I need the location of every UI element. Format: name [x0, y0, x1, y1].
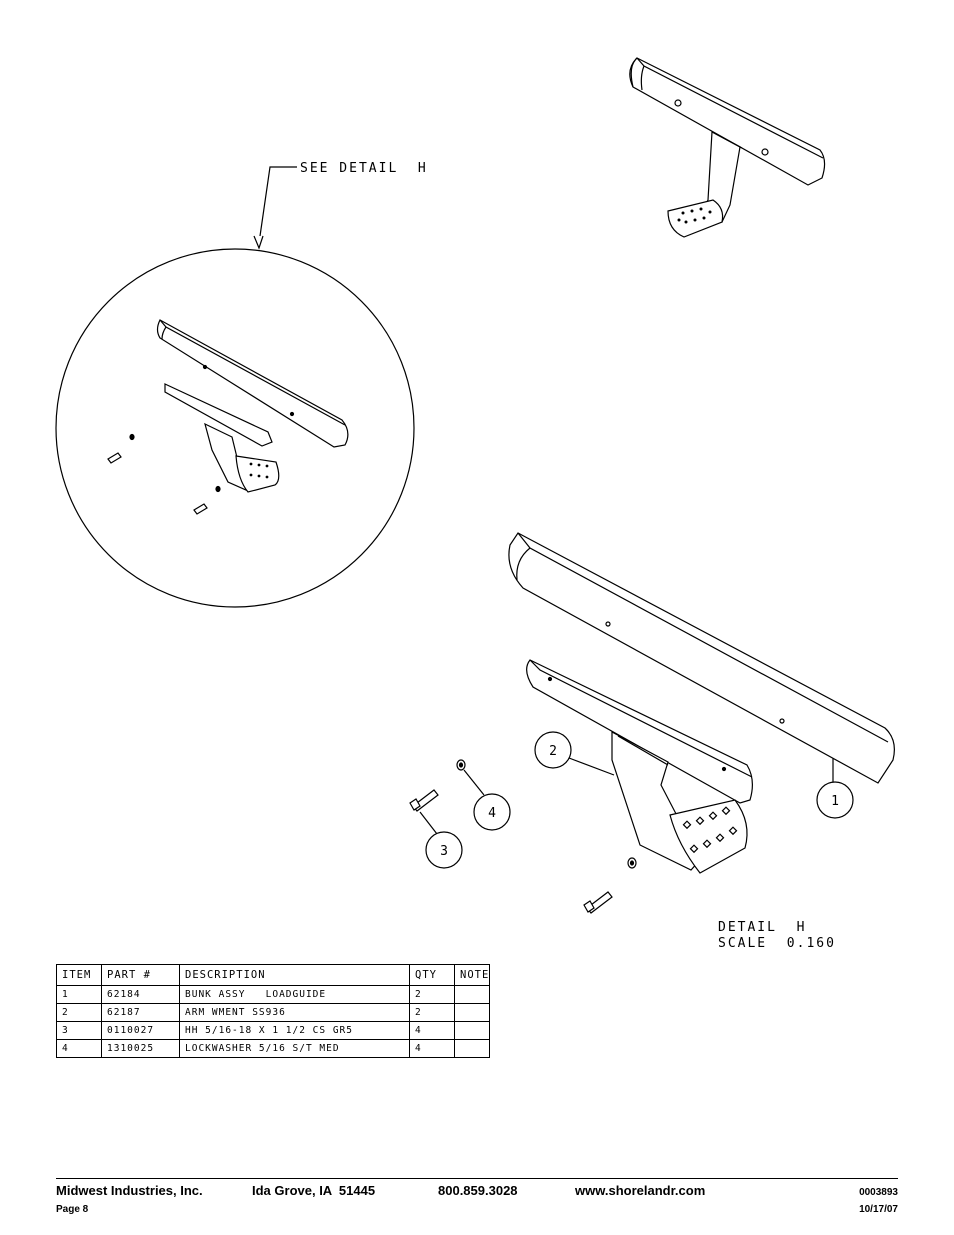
footer-doc-number: 0003893: [859, 1187, 898, 1198]
bom-header-part: PART #: [101, 964, 180, 986]
bom-qty: 4: [409, 1039, 455, 1058]
bom-description: LOCKWASHER 5/16 S/T MED: [179, 1039, 410, 1058]
balloon-1: 1: [816, 758, 854, 819]
bom-row: 4 1310025 LOCKWASHER 5/16 S/T MED 4: [56, 1039, 491, 1058]
balloon-3: 3: [419, 811, 463, 869]
bom-part: 62184: [101, 985, 180, 1004]
bom-header-description: DESCRIPTION: [179, 964, 410, 986]
balloon-2-label: 2: [549, 744, 557, 759]
bom-note: [453, 1021, 491, 1040]
balloon-2: 2: [534, 731, 615, 776]
bom-item: 2: [56, 1003, 102, 1022]
bom-qty: 2: [409, 985, 455, 1004]
bom-header-item: ITEM: [56, 964, 102, 986]
bom-description: HH 5/16-18 X 1 1/2 CS GR5: [179, 1021, 410, 1040]
bom-header-qty: QTY: [409, 964, 455, 986]
assembled-view: [629, 57, 826, 238]
balloon-4: 4: [463, 769, 511, 831]
bom-qty: 2: [409, 1003, 455, 1022]
bom-row: 1 62184 BUNK ASSY LOADGUIDE 2: [56, 985, 491, 1004]
bom-header-note: NOTE: [453, 964, 491, 986]
bom-row: 3 0110027 HH 5/16-18 X 1 1/2 CS GR5 4: [56, 1021, 491, 1040]
balloon-4-label: 4: [488, 806, 496, 821]
footer-date: 10/17/07: [859, 1204, 898, 1215]
footer-phone: 800.859.3028: [438, 1183, 518, 1198]
bom-row: 2 62187 ARM WMENT SS936 2: [56, 1003, 491, 1022]
bill-of-materials: ITEM PART # DESCRIPTION QTY NOTE 1 62184…: [56, 964, 491, 1058]
footer-company: Midwest Industries, Inc.: [56, 1183, 203, 1198]
bom-item: 3: [56, 1021, 102, 1040]
bom-note: [453, 985, 491, 1004]
detail-leader: [253, 166, 297, 250]
bom-item: 1: [56, 985, 102, 1004]
bom-part: 62187: [101, 1003, 180, 1022]
footer-location: Ida Grove, IA 51445: [252, 1183, 376, 1198]
page-footer: Midwest Industries, Inc. Ida Grove, IA 5…: [56, 1178, 898, 1215]
detail-h-exploded-view: [409, 532, 895, 914]
circle-exploded-view: [107, 319, 349, 515]
balloon-3-label: 3: [440, 844, 448, 859]
footer-website: www.shorelandr.com: [575, 1183, 706, 1198]
footer-page: Page 8: [56, 1204, 89, 1215]
bom-item: 4: [56, 1039, 102, 1058]
bom-note: [453, 1003, 491, 1022]
bom-description: BUNK ASSY LOADGUIDE: [179, 985, 410, 1004]
bom-part: 1310025: [101, 1039, 180, 1058]
bom-qty: 4: [409, 1021, 455, 1040]
bom-header-row: ITEM PART # DESCRIPTION QTY NOTE: [56, 964, 491, 986]
balloon-1-label: 1: [831, 794, 839, 809]
bom-part: 0110027: [101, 1021, 180, 1040]
detail-callout-label: SEE DETAIL H: [300, 161, 428, 176]
detail-title: DETAIL H: [718, 920, 806, 935]
detail-circle: [55, 248, 415, 608]
bom-note: [453, 1039, 491, 1058]
detail-scale: SCALE 0.160: [718, 936, 836, 951]
bom-description: ARM WMENT SS936: [179, 1003, 410, 1022]
